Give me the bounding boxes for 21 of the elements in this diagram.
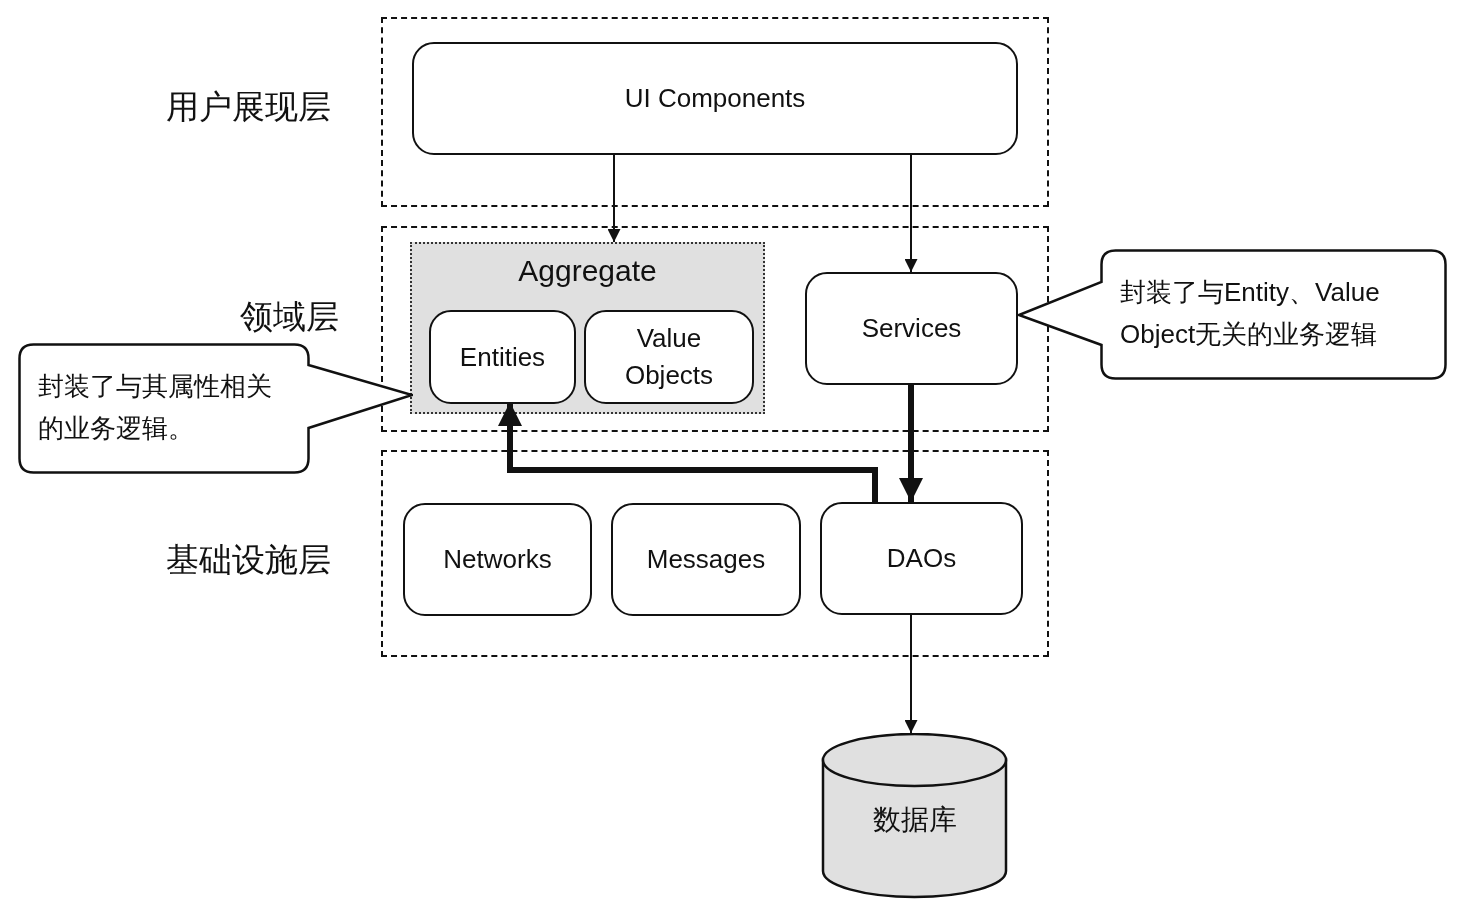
component-box: Services (805, 272, 1018, 385)
arrow (607, 154, 621, 243)
component-box: DAOs (820, 502, 1023, 615)
layer-label: 领域层 (240, 297, 339, 337)
group-title: Aggregate (517, 254, 658, 288)
arrow (904, 154, 918, 273)
callout-text: 封装了与其属性相关的业务逻辑。 (38, 370, 273, 445)
layer-label: 基础设施层 (166, 540, 331, 580)
database-cylinder (821, 733, 1008, 899)
component-box: Messages (611, 503, 801, 616)
arrow (899, 385, 923, 502)
component-box: UI Components (412, 42, 1018, 155)
aggregate-box (410, 242, 765, 414)
callout-text: 封装了与Entity、Value Object无关的业务逻辑 (1120, 276, 1381, 351)
database-label: 数据库 (871, 803, 958, 837)
arrow (904, 614, 918, 734)
component-box: Entities (429, 310, 576, 404)
arrow (498, 402, 878, 502)
component-box: Networks (403, 503, 592, 616)
component-box: Value Objects (584, 310, 754, 404)
layer-label: 用户展现层 (166, 87, 331, 127)
